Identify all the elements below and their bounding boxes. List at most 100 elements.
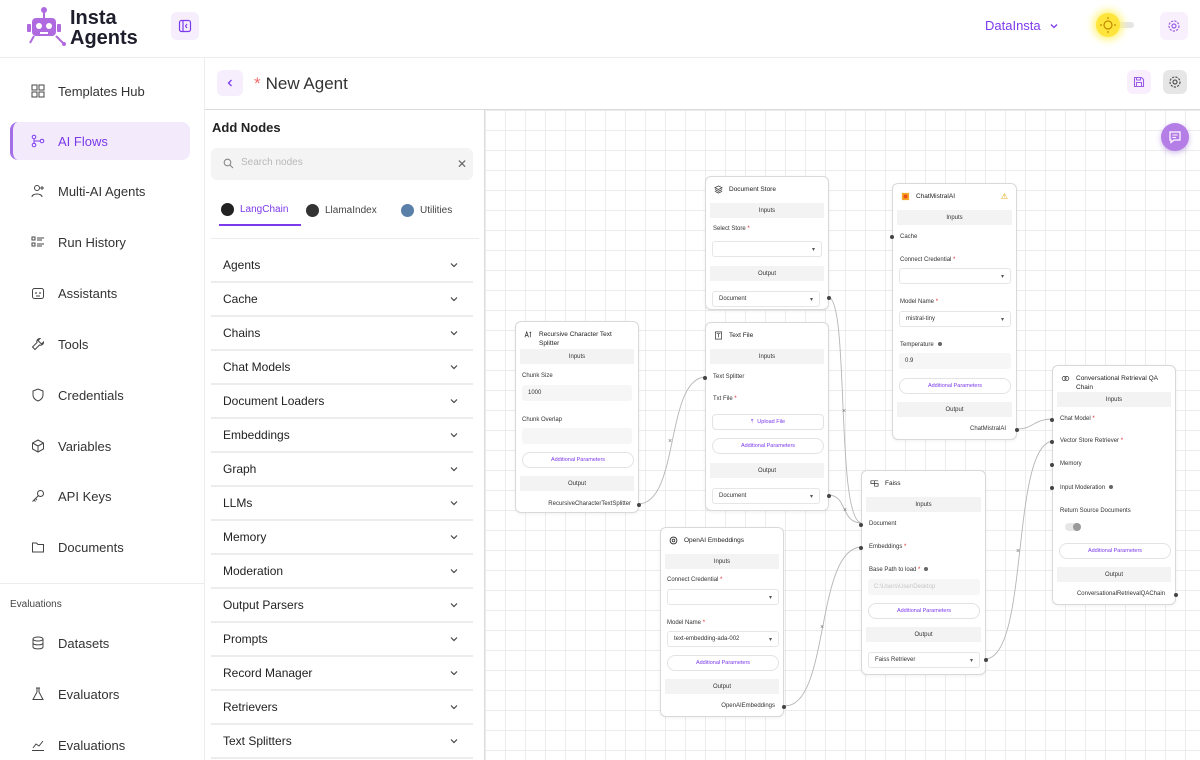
sidebar-item-ai-flows[interactable]: AI Flows bbox=[10, 122, 190, 160]
input-handle[interactable] bbox=[1050, 486, 1054, 490]
select-store-dropdown[interactable]: ▾ bbox=[712, 241, 822, 257]
node-chat-mistral[interactable]: ChatMistralAI ⚠ Inputs Cache Connect Cre… bbox=[890, 183, 1019, 440]
node-category-row[interactable]: Chat Models bbox=[211, 351, 473, 385]
output-handle[interactable] bbox=[827, 494, 831, 498]
settings-button[interactable] bbox=[1160, 12, 1188, 40]
sidebar-item-documents[interactable]: Documents bbox=[10, 528, 190, 566]
output-handle[interactable] bbox=[984, 658, 988, 662]
input-handle[interactable] bbox=[703, 376, 707, 380]
node-category-row[interactable]: Output Parsers bbox=[211, 589, 473, 623]
node-category-row[interactable]: Agents bbox=[211, 249, 473, 283]
node-title: OpenAI Embeddings bbox=[684, 537, 744, 544]
credential-dropdown[interactable]: ▾ bbox=[899, 268, 1011, 284]
output-handle[interactable] bbox=[827, 296, 831, 300]
additional-parameters-button[interactable]: Additional Parameters bbox=[667, 655, 779, 671]
sidebar-item-label: Credentials bbox=[58, 387, 124, 403]
sidebar-item-templates-hub[interactable]: Templates Hub bbox=[10, 72, 190, 110]
sidebar-item-multi-ai-agents[interactable]: Multi-AI Agents bbox=[10, 172, 190, 210]
additional-parameters-button[interactable]: Additional Parameters bbox=[868, 603, 980, 619]
chunk-overlap-input[interactable] bbox=[522, 428, 632, 444]
collapse-sidebar-button[interactable] bbox=[171, 12, 199, 40]
save-button[interactable] bbox=[1127, 70, 1151, 94]
temperature-input[interactable]: 0.9 bbox=[899, 353, 1011, 369]
node-category-row[interactable]: LLMs bbox=[211, 487, 473, 521]
additional-parameters-button[interactable]: Additional Parameters bbox=[712, 438, 824, 454]
theme-toggle[interactable] bbox=[1096, 13, 1136, 37]
field-label: Vector Store Retriever * bbox=[1060, 438, 1124, 444]
sidebar-item-credentials[interactable]: Credentials bbox=[10, 376, 190, 414]
output-dropdown[interactable]: Document▾ bbox=[712, 488, 820, 504]
node-category-row[interactable]: Retrievers bbox=[211, 691, 473, 725]
sidebar-item-api-keys[interactable]: API Keys bbox=[10, 477, 190, 515]
sidebar-item-tools[interactable]: Tools bbox=[10, 325, 190, 363]
tab-langchain[interactable]: LangChain bbox=[219, 194, 301, 226]
node-category-row[interactable]: Cache bbox=[211, 283, 473, 317]
robot-logo-icon bbox=[27, 7, 66, 46]
chunk-size-input[interactable]: 1000 bbox=[522, 385, 632, 401]
output-label: RecursiveCharacterTextSplitter bbox=[548, 501, 631, 507]
sidebar-item-label: Datasets bbox=[58, 635, 110, 651]
model-name-dropdown[interactable]: mistral-tiny▾ bbox=[899, 311, 1011, 327]
chat-button[interactable] bbox=[1161, 123, 1189, 151]
node-faiss[interactable]: Faiss Inputs Document Embeddings * Base … bbox=[859, 470, 988, 675]
input-handle[interactable] bbox=[859, 523, 863, 527]
output-handle[interactable] bbox=[1174, 593, 1178, 597]
field-label: Select Store * bbox=[713, 226, 750, 232]
sidebar-item-variables[interactable]: Variables bbox=[10, 427, 190, 465]
sidebar-item-label: Assistants bbox=[58, 285, 118, 301]
search-input[interactable] bbox=[241, 157, 441, 168]
model-name-dropdown[interactable]: text-embedding-ada-002▾ bbox=[667, 631, 779, 647]
back-button[interactable] bbox=[217, 70, 243, 96]
input-handle[interactable] bbox=[859, 546, 863, 550]
node-category-row[interactable]: Text Splitters bbox=[211, 725, 473, 759]
tab-llamaindex[interactable]: LlamaIndex bbox=[306, 194, 386, 226]
logo[interactable]: Insta Agents bbox=[26, 6, 156, 52]
node-category-row[interactable]: Embeddings bbox=[211, 419, 473, 453]
info-icon bbox=[924, 567, 929, 572]
node-category-row[interactable]: Memory bbox=[211, 521, 473, 555]
node-category-row[interactable]: Document Loaders bbox=[211, 385, 473, 419]
sidebar-item-run-history[interactable]: Run History bbox=[10, 223, 190, 261]
output-handle[interactable] bbox=[782, 705, 786, 709]
node-category-row[interactable]: Record Manager bbox=[211, 657, 473, 691]
base-path-input[interactable]: C:\Users\User\Desktop bbox=[868, 579, 980, 595]
additional-parameters-button[interactable]: Additional Parameters bbox=[1059, 543, 1171, 559]
return-source-docs-toggle[interactable] bbox=[1065, 523, 1081, 531]
input-handle[interactable] bbox=[890, 235, 894, 239]
upload-file-button[interactable]: ⤒Upload File bbox=[712, 414, 824, 430]
additional-parameters-button[interactable]: Additional Parameters bbox=[899, 378, 1011, 394]
tab-utilities[interactable]: Utilities bbox=[401, 194, 471, 226]
sidebar-item-assistants[interactable]: Assistants bbox=[10, 274, 190, 312]
input-handle[interactable] bbox=[1050, 440, 1054, 444]
node-text-file[interactable]: Text File Inputs Text Splitter Txt File … bbox=[703, 322, 831, 511]
input-handle[interactable] bbox=[1050, 418, 1054, 422]
sidebar-item-evaluations[interactable]: Evaluations bbox=[10, 726, 190, 760]
chevron-down-icon bbox=[450, 603, 458, 608]
output-band: Output bbox=[897, 402, 1012, 417]
node-category-row[interactable]: Chains bbox=[211, 317, 473, 351]
additional-parameters-button[interactable]: Additional Parameters bbox=[522, 452, 634, 468]
node-retrieval-chain[interactable]: Conversational Retrieval QA Chain Inputs… bbox=[1050, 365, 1178, 605]
output-dropdown[interactable]: Document▾ bbox=[712, 291, 820, 307]
agent-title[interactable]: *New Agent bbox=[254, 74, 348, 94]
node-text-splitter[interactable]: Recursive Character Text Splitter Inputs… bbox=[515, 321, 641, 513]
close-icon[interactable]: ✕ bbox=[457, 157, 468, 171]
chevron-down-icon bbox=[450, 739, 458, 744]
node-openai-embeddings[interactable]: OpenAI Embeddings Inputs Connect Credent… bbox=[660, 527, 786, 717]
org-selector[interactable]: DataInsta bbox=[985, 18, 1059, 33]
templates-hub-icon bbox=[30, 83, 46, 99]
output-handle[interactable] bbox=[637, 503, 641, 507]
flow-settings-button[interactable] bbox=[1163, 70, 1187, 94]
documents-icon bbox=[30, 539, 46, 555]
credential-dropdown[interactable]: ▾ bbox=[667, 589, 779, 605]
sidebar-item-evaluators[interactable]: Evaluators bbox=[10, 675, 190, 713]
input-handle[interactable] bbox=[1050, 463, 1054, 467]
node-document-store[interactable]: Document Store Inputs Select Store * ▾ O… bbox=[705, 176, 831, 310]
node-category-row[interactable]: Moderation bbox=[211, 555, 473, 589]
node-category-row[interactable]: Prompts bbox=[211, 623, 473, 657]
output-handle[interactable] bbox=[1015, 428, 1019, 432]
node-category-row[interactable]: Graph bbox=[211, 453, 473, 487]
sidebar-item-datasets[interactable]: Datasets bbox=[10, 624, 190, 662]
output-dropdown[interactable]: Faiss Retriever▾ bbox=[868, 652, 980, 668]
